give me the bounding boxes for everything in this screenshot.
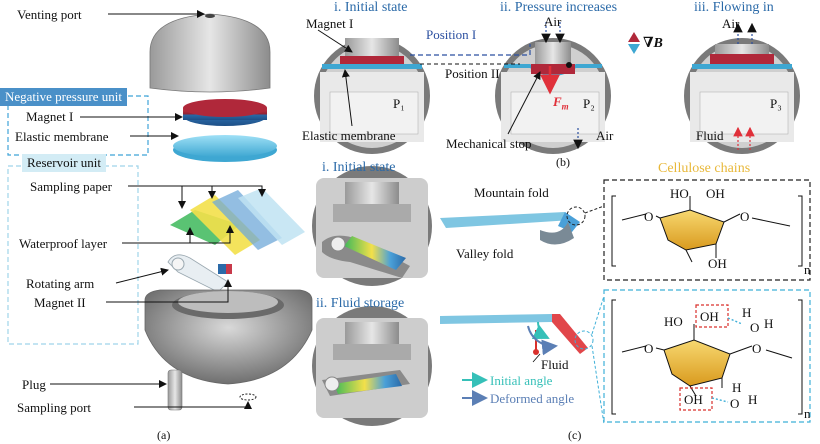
chem-h-1: H bbox=[742, 305, 752, 320]
chem-o-3: O bbox=[644, 341, 654, 356]
label-sampling-paper: Sampling paper bbox=[30, 179, 112, 194]
label-fm-main: F bbox=[553, 94, 562, 109]
label-fm: Fm bbox=[553, 94, 569, 115]
inset-initial bbox=[312, 166, 432, 286]
label-sampling-port: Sampling port bbox=[17, 400, 92, 415]
label-n-2: n bbox=[804, 406, 811, 421]
label-air-top-3: Air bbox=[722, 16, 740, 31]
sampling-paper-strips bbox=[170, 188, 305, 255]
reservoir-bowl bbox=[144, 289, 313, 385]
stage-b-pressure: ii. Pressure increases bbox=[500, 0, 618, 15]
label-p3: P₃ bbox=[770, 96, 782, 111]
panel-letter-a: (a) bbox=[157, 428, 171, 442]
label-magnet-1-b: Magnet I bbox=[306, 16, 354, 31]
label-p2: P₂ bbox=[583, 96, 595, 111]
label-air-bottom-2: Air bbox=[596, 128, 614, 143]
magnet-1-disk bbox=[183, 99, 267, 126]
chem-ho-1: HO bbox=[670, 186, 689, 201]
label-initial-angle: Initial angle bbox=[490, 373, 553, 388]
chem-h-2: H bbox=[764, 316, 774, 331]
label-fluid-c: Fluid bbox=[541, 357, 569, 372]
stage-c-initial: i. Initial state bbox=[322, 160, 396, 175]
chem-h-3: H bbox=[732, 380, 742, 395]
stage-b-flowing: iii. Flowing in bbox=[694, 0, 774, 15]
chem-ho-2: HO bbox=[664, 314, 683, 329]
chamber-pressure bbox=[495, 38, 611, 154]
plug bbox=[167, 369, 183, 411]
label-plug: Plug bbox=[22, 377, 46, 392]
label-magnet-1-a: Magnet I bbox=[26, 109, 74, 124]
panel-letter-b: (b) bbox=[556, 155, 570, 169]
chem-oh-4: OH bbox=[684, 392, 703, 407]
stage-c-storage: ii. Fluid storage bbox=[316, 296, 405, 311]
fluid-leader bbox=[532, 353, 541, 363]
label-elastic-membrane-b: Elastic membrane bbox=[302, 128, 396, 143]
panel-letter-c: (c) bbox=[568, 428, 582, 442]
chamber-initial bbox=[314, 38, 430, 154]
label-air-top-2: Air bbox=[544, 14, 562, 29]
negative-pressure-cap bbox=[149, 13, 271, 93]
label-position-2: Position II bbox=[445, 66, 500, 81]
cellulose-box-storage bbox=[603, 289, 811, 423]
field-gradient-icon bbox=[628, 32, 640, 54]
cellulose-box-initial bbox=[603, 179, 811, 281]
label-elastic-membrane-a: Elastic membrane bbox=[15, 129, 109, 144]
label-waterproof-layer: Waterproof layer bbox=[19, 236, 108, 251]
chem-o-5: O bbox=[750, 320, 760, 335]
panel-a-leaders bbox=[50, 10, 266, 409]
label-rotating-arm: Rotating arm bbox=[26, 276, 95, 291]
label-venting-port: Venting port bbox=[17, 7, 82, 22]
label-mountain-fold: Mountain fold bbox=[474, 185, 549, 200]
chem-oh-2: OH bbox=[708, 256, 727, 271]
label-position-1: Position I bbox=[426, 27, 477, 42]
label-n-1: n bbox=[804, 262, 811, 277]
label-deformed-angle: Deformed angle bbox=[490, 391, 575, 406]
chamber-flowing bbox=[684, 38, 800, 154]
chem-o-1: O bbox=[644, 209, 654, 224]
label-grad-b: ∇B bbox=[643, 36, 663, 51]
label-fm-sub: m bbox=[561, 101, 569, 112]
label-cellulose-chains: Cellulose chains bbox=[658, 161, 751, 176]
label-p1: P₁ bbox=[393, 96, 405, 111]
title-negative-pressure-unit: Negative pressure unit bbox=[0, 88, 127, 106]
label-valley-fold: Valley fold bbox=[456, 246, 514, 261]
rotating-arm bbox=[167, 254, 232, 293]
label-magnet-2: Magnet II bbox=[34, 295, 86, 310]
chem-h-4: H bbox=[748, 392, 758, 407]
panel-b-leaders bbox=[317, 22, 757, 150]
chem-o-4: O bbox=[752, 341, 762, 356]
elastic-membrane-disk bbox=[173, 135, 277, 162]
inset-storage bbox=[312, 306, 432, 426]
stage-b-initial: i. Initial state bbox=[334, 0, 408, 15]
angle-legend bbox=[462, 372, 488, 406]
folded-strip-deformed bbox=[440, 295, 605, 425]
title-reservoir-unit: Reservoir unit bbox=[22, 154, 107, 172]
label-fluid-b: Fluid bbox=[696, 128, 724, 143]
chem-o-2: O bbox=[740, 209, 750, 224]
chem-o-6: O bbox=[730, 396, 740, 411]
folded-strip-initial bbox=[440, 205, 605, 245]
label-mechanical-stop: Mechanical stop bbox=[446, 136, 532, 151]
chem-oh-1: OH bbox=[706, 186, 725, 201]
sampling-port-mark bbox=[239, 393, 257, 401]
chem-oh-3: OH bbox=[700, 309, 719, 324]
